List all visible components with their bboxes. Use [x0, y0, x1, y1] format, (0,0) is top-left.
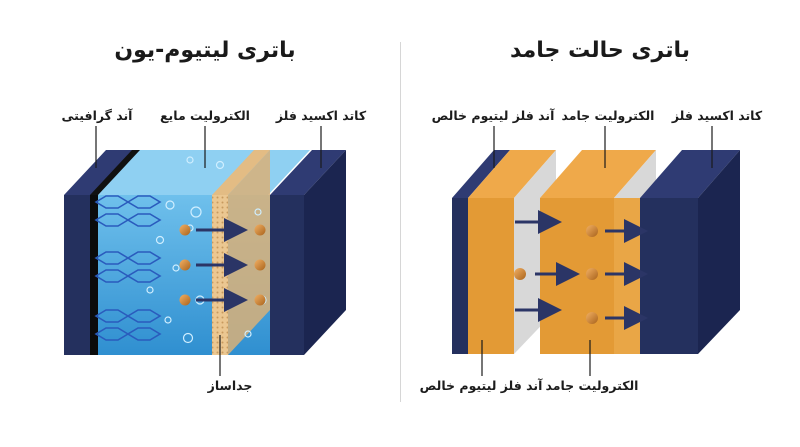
label-solid-electrolyte-top: الکترولیت جامد [561, 108, 655, 123]
solid-state-battery [452, 126, 740, 376]
label-separator: جداساز [207, 378, 253, 393]
panel-divider [400, 42, 401, 402]
leader-lines-left [95, 126, 322, 376]
label-metal-oxide-cathode-right: کاتد اکسید فلز [671, 108, 763, 123]
lithium-anode-top-face [468, 150, 556, 198]
leader-lines-right [481, 126, 713, 376]
lithium-ions-right [514, 225, 598, 324]
cathode-left [270, 195, 304, 355]
label-graphite-anode: آند گرافیتی [61, 108, 133, 123]
label-metal-oxide-cathode-left: کاتد اکسید فلز [275, 108, 367, 123]
ion-arrows-right [515, 210, 648, 330]
solid-electrolyte-top-face [540, 150, 656, 198]
cathode-right [640, 198, 698, 354]
cathode-top-face-right [640, 150, 740, 198]
ion-arrows-left [196, 218, 248, 312]
lithium-ion-battery [64, 126, 346, 376]
lithium-metal-anode [468, 198, 514, 354]
label-pure-lithium-anode-top: آند فلز لیتیوم خالص [431, 108, 555, 123]
anode-top-face [64, 150, 134, 195]
anode-collector-right [452, 198, 468, 354]
lithium-ions-left [179, 224, 266, 306]
graphite-anode [90, 195, 98, 355]
cathode-top-face [270, 150, 346, 195]
cathode-side-face-right [698, 150, 740, 354]
label-pure-lithium-anode-bottom: آند فلز لیتیوم خالص [419, 378, 543, 393]
solid-state-title: باتری حالت جامد [509, 38, 691, 63]
label-solid-electrolyte-bottom: الکترولیت جامد [545, 378, 639, 393]
graphite-layers [94, 195, 162, 341]
cathode-side-face [304, 150, 346, 355]
separator [212, 195, 228, 355]
anode-collector [64, 195, 92, 355]
separator-top-face [212, 150, 270, 195]
label-liquid-electrolyte: الکترولیت مایع [160, 108, 250, 123]
lithium-ion-title: باتری لیتیوم-یون [114, 38, 296, 63]
